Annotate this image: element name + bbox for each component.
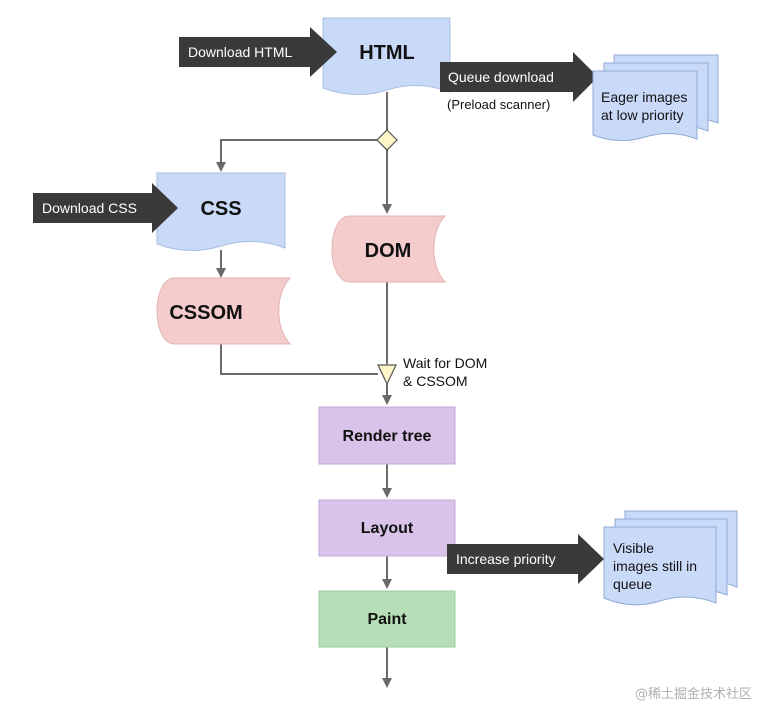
merge-triangle (377, 364, 397, 386)
connectors (216, 92, 392, 688)
eager-images-line-2: at low priority (601, 107, 683, 123)
watermark: @稀土掘金技术社区 (634, 687, 752, 702)
connector-split-to-css (216, 139, 377, 172)
cssom-store: CSSOM (156, 277, 292, 345)
download-css-label: Download CSS (42, 200, 137, 216)
cssom-store-label: CSSOM (169, 302, 242, 324)
increase-priority-arrow: Increase priority (447, 534, 604, 584)
download-css-arrow: Download CSS (33, 183, 178, 233)
layout-step: Layout (318, 499, 456, 557)
visible-images-line-2: images still in (613, 558, 697, 574)
download-html-label: Download HTML (188, 44, 292, 60)
queue-download-label: Queue download (448, 69, 554, 85)
visible-images-line-1: Visible (613, 540, 654, 556)
html-document-label: HTML (359, 42, 415, 64)
visible-images-line-3: queue (613, 576, 652, 592)
render-tree-label: Render tree (343, 428, 432, 445)
css-document-label: CSS (200, 198, 241, 220)
increase-priority-label: Increase priority (456, 551, 556, 567)
preload-scanner-note: (Preload scanner) (447, 97, 550, 112)
wait-for-dom-note: Wait for DOM (403, 355, 487, 371)
split-diamond (376, 129, 398, 151)
paint-label: Paint (367, 611, 407, 628)
eager-images-line-1: Eager images (601, 89, 687, 105)
queue-download-arrow: Queue download (440, 52, 598, 102)
connector-cssom-to-merge (220, 344, 378, 375)
visible-images-stack: Visible images still in queue (603, 510, 738, 606)
layout-label: Layout (361, 520, 414, 537)
paint-step: Paint (318, 590, 456, 648)
render-tree-step: Render tree (318, 406, 456, 465)
dom-store: DOM (331, 215, 447, 283)
css-document: CSS (156, 172, 286, 252)
html-document: HTML (322, 17, 451, 96)
eager-images-stack: Eager images at low priority (592, 54, 719, 141)
download-html-arrow: Download HTML (179, 27, 337, 77)
dom-store-label: DOM (365, 240, 412, 262)
wait-for-cssom-note: & CSSOM (403, 373, 468, 389)
